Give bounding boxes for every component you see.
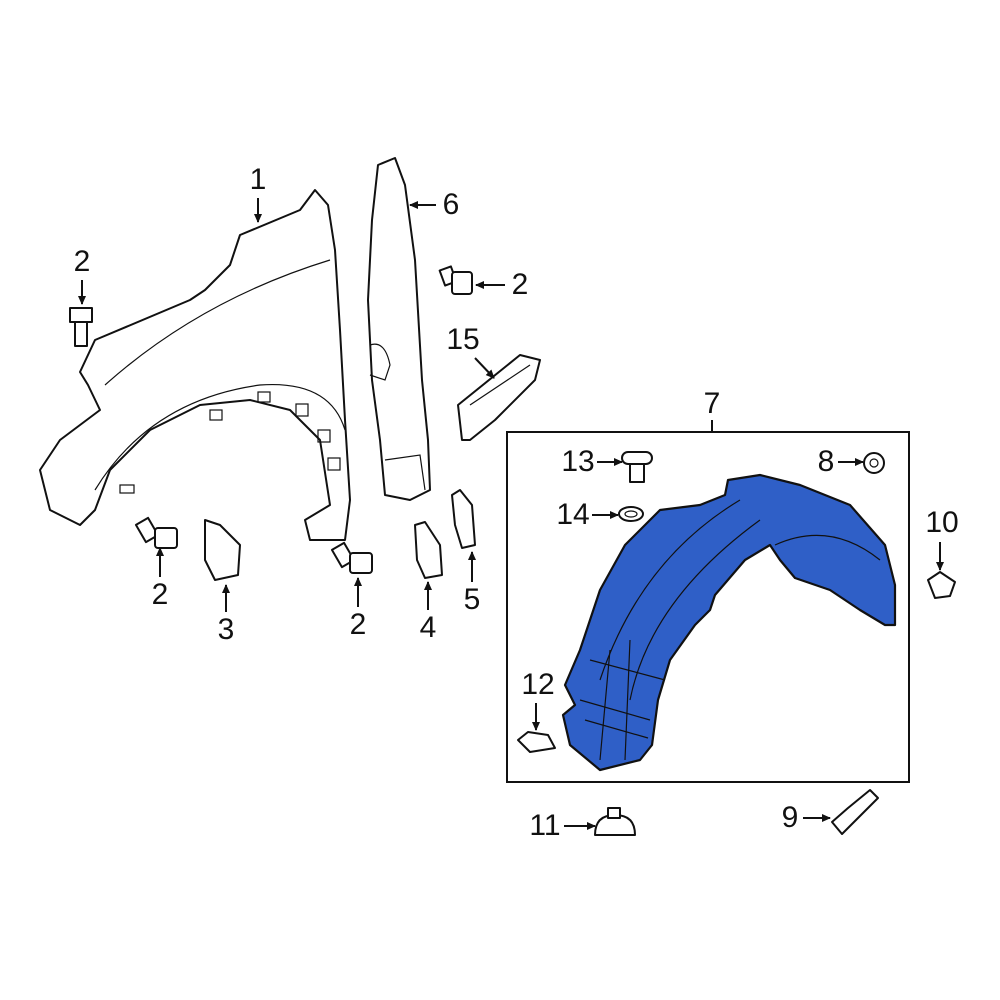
clip-part-10[interactable] xyxy=(927,571,956,599)
bracket-part-3[interactable] xyxy=(204,519,241,581)
bracket-part-15[interactable] xyxy=(457,354,541,441)
callout-8: 8 xyxy=(818,445,835,478)
leader-lines xyxy=(78,198,944,830)
callout-9: 9 xyxy=(782,801,799,834)
callout-11: 11 xyxy=(529,809,560,842)
fender-part-1[interactable] xyxy=(39,189,351,541)
callout-13: 13 xyxy=(561,445,594,478)
nut-part-12[interactable] xyxy=(517,731,556,753)
callout-15: 15 xyxy=(446,323,479,356)
callout-12: 12 xyxy=(521,668,554,701)
callout-6: 6 xyxy=(443,188,460,221)
bracket-part-5[interactable] xyxy=(451,489,476,549)
bolt-part-2[interactable] xyxy=(330,541,373,574)
callout-5: 5 xyxy=(464,583,481,616)
callout-2: 2 xyxy=(350,608,367,641)
bolt-part-2[interactable] xyxy=(438,265,473,295)
bolt-part-2[interactable] xyxy=(134,516,178,549)
fender-liner-part-7[interactable] xyxy=(561,473,897,772)
callout-10: 10 xyxy=(925,506,958,539)
callout-7: 7 xyxy=(704,387,721,420)
callout-2: 2 xyxy=(152,578,169,611)
nut-part-8[interactable] xyxy=(863,452,885,474)
callout-2: 2 xyxy=(74,245,91,278)
callout-1: 1 xyxy=(250,163,267,196)
fender-insulator-part-6[interactable] xyxy=(367,157,431,501)
bracket-part-4[interactable] xyxy=(414,521,443,579)
callout-4: 4 xyxy=(420,611,437,644)
callout-2: 2 xyxy=(512,268,529,301)
clip-part-11[interactable] xyxy=(594,807,636,836)
washer-part-14[interactable] xyxy=(618,506,644,522)
part-7-group-box xyxy=(506,431,910,783)
callout-3: 3 xyxy=(218,613,235,646)
clip-part-13[interactable] xyxy=(621,451,653,483)
screw-part-9[interactable] xyxy=(831,789,879,835)
callout-14: 14 xyxy=(556,498,589,531)
bolt-part-2[interactable] xyxy=(69,307,93,347)
